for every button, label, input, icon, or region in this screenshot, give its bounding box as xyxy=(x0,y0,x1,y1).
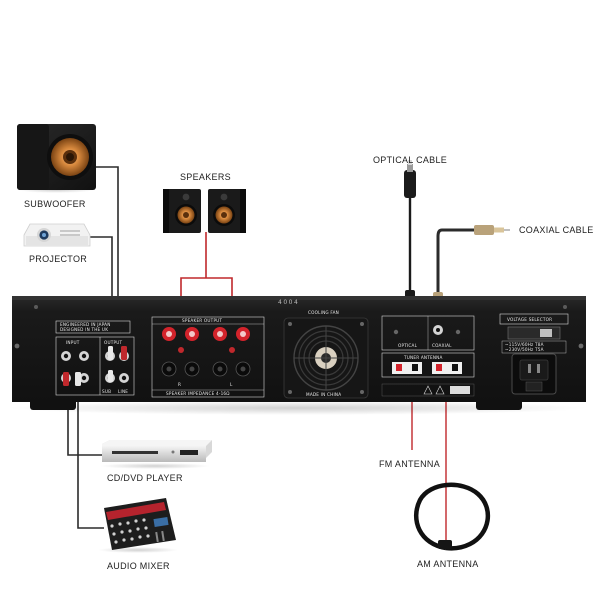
optical-cable-label: OPTICAL CABLE xyxy=(373,155,447,165)
speaker-output-text: SPEAKER OUTPUT xyxy=(182,318,222,323)
terminal-r-text: R xyxy=(178,382,181,387)
projector-label: PROJECTOR xyxy=(29,254,87,264)
am-antenna-image xyxy=(416,485,488,549)
subwoofer-label: SUBWOOFER xyxy=(24,199,86,209)
speaker-left xyxy=(163,189,201,233)
speakers-label: SPEAKERS xyxy=(180,172,231,182)
am-antenna-label: AM ANTENNA xyxy=(417,559,479,569)
voltage-230-text: ~230V/50Hz T5A xyxy=(505,347,544,352)
output-text: OUTPUT xyxy=(104,340,123,345)
power-inlet xyxy=(512,354,556,394)
speakers-image xyxy=(163,189,246,233)
speaker-right xyxy=(208,189,246,233)
cooling-fan xyxy=(284,318,368,398)
optical-text: OPTICAL xyxy=(398,343,418,348)
projector-image xyxy=(24,224,90,246)
amplifier-rear-panel xyxy=(8,296,588,415)
coaxial-text: COAXIAL xyxy=(432,343,452,348)
audio-mixer-image xyxy=(98,498,178,553)
audio-mixer-label: AUDIO MIXER xyxy=(107,561,170,571)
subwoofer-image xyxy=(17,124,96,193)
tuner-antenna-text: TUNER ANTENNA xyxy=(403,355,443,360)
voltage-selector-text: VOLTAGE SELECTOR xyxy=(507,317,552,322)
engineered-line2-text: DESIGNED IN THE UK xyxy=(60,327,108,332)
input-text: INPUT xyxy=(66,340,80,345)
coaxial-plug xyxy=(433,225,510,308)
speaker-impedance-text: SPEAKER IMPEDANCE 4-16Ω xyxy=(166,391,230,396)
model-code-text: 4004 xyxy=(278,299,299,306)
cooling-fan-text: COOLING FAN xyxy=(308,310,339,315)
sub-text: SUB xyxy=(102,389,111,394)
fm-antenna-label: FM ANTENNA xyxy=(379,459,440,469)
cable-coaxial xyxy=(438,230,475,296)
cd-dvd-player-label: CD/DVD PLAYER xyxy=(107,473,183,483)
cd-dvd-player-image xyxy=(100,440,212,469)
made-in-china-text: MADE IN CHINA xyxy=(306,392,341,397)
line-text: LINE xyxy=(118,389,128,394)
coaxial-cable-label: COAXIAL CABLE xyxy=(519,225,594,235)
